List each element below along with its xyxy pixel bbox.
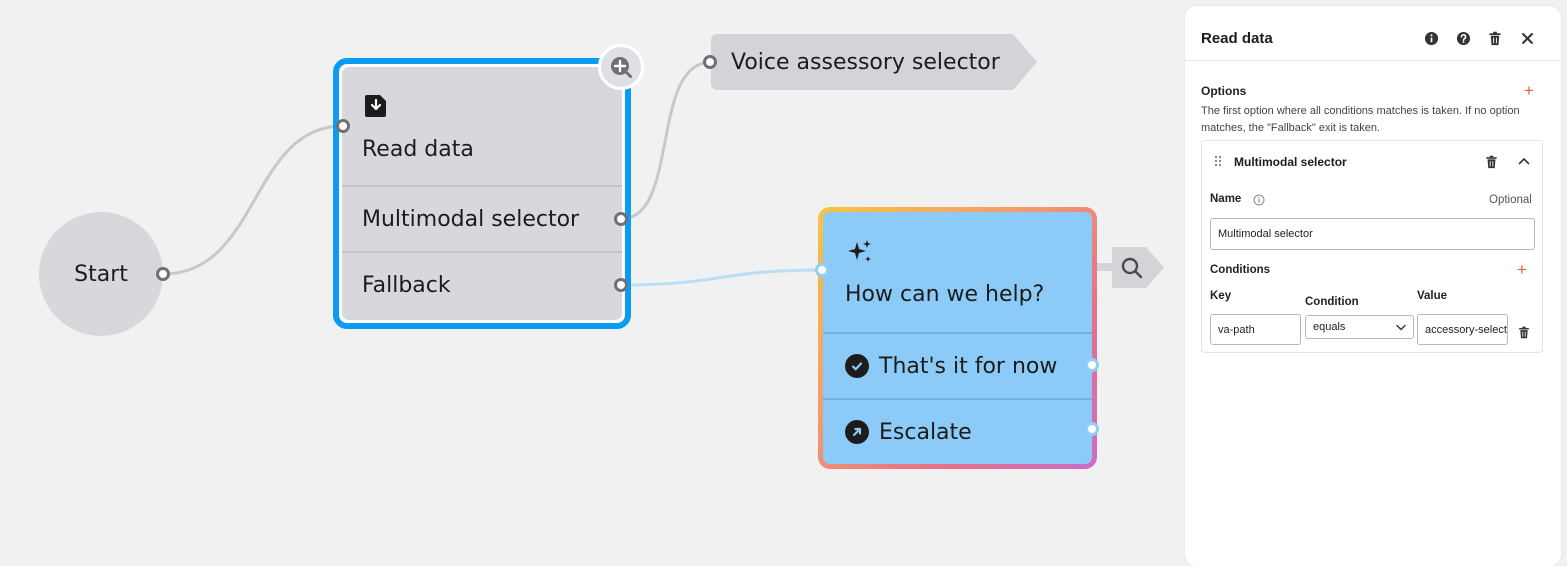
panel-title: Read data [1201,30,1273,47]
drag-handle-icon[interactable] [1214,155,1222,167]
fallback-output-port[interactable] [614,278,628,292]
name-label: Name [1210,193,1242,205]
condition-select-value: equals [1313,321,1346,333]
wire-fallback-to-ai [620,268,823,287]
chevron-up-icon[interactable] [1518,157,1530,165]
value-input[interactable]: accessory-selector [1417,314,1508,345]
condition-select[interactable]: equals [1305,315,1414,339]
name-field[interactable]: Multimodal selector [1210,218,1535,250]
value-column-label: Value [1417,290,1448,302]
download-file-icon [365,95,386,117]
key-column-label: Key [1210,290,1232,302]
wire-start-to-read [162,124,344,276]
read-data-title: Read data [362,137,474,162]
option-card: Multimodal selector Name Optional Multim… [1201,140,1543,353]
read-data-node-header: Read data [342,67,622,187]
multimodal-output-port[interactable] [614,212,628,226]
check-circle-icon [845,354,869,378]
info-outline-icon [1253,194,1265,206]
info-icon[interactable] [1423,30,1439,46]
chevron-down-icon [1396,324,1406,331]
ai-agent-node[interactable]: How can we help? That's it for now Escal… [818,207,1097,469]
conditions-label: Conditions [1210,264,1271,276]
arrow-up-right-circle-icon [845,420,869,444]
read-data-exit-multimodal[interactable]: Multimodal selector [342,187,622,253]
sparkles-icon [848,240,871,262]
trash-icon[interactable] [1485,155,1498,169]
add-condition-icon[interactable]: + [1517,260,1527,279]
option-card-title: Multimodal selector [1234,155,1347,169]
voice-selector-label: Voice assessory selector [731,49,1000,75]
condition-column-label: Condition [1305,296,1359,308]
ai-agent-input-port[interactable] [815,263,829,277]
exit-label: That's it for now [879,353,1058,379]
read-data-input-port[interactable] [336,119,350,133]
escalate-output-port[interactable] [1085,422,1099,436]
add-option-icon[interactable]: + [1524,81,1534,100]
search-tag[interactable] [1112,247,1164,288]
name-optional-label: Optional [1489,194,1532,206]
exit-label: Escalate [879,419,972,445]
panel-header: Read data [1185,6,1561,61]
trash-icon[interactable] [1487,30,1503,46]
start-node[interactable]: Start [39,212,163,336]
properties-panel: Read data Options + The first option whe… [1185,6,1561,566]
done-output-port[interactable] [1085,358,1099,372]
flow-canvas[interactable]: Start Read data Multimodal selector Fall… [0,0,1567,544]
search-icon [1121,257,1143,278]
ai-agent-title: How can we help? [845,282,1045,307]
options-label: Options [1201,84,1247,98]
trash-icon[interactable] [1518,326,1530,339]
read-data-exit-fallback[interactable]: Fallback [342,253,622,317]
zoom-in-button[interactable] [598,44,644,90]
zoom-in-icon [611,57,632,78]
ai-exit-escalate[interactable]: Escalate [823,400,1092,464]
read-data-node[interactable]: Read data Multimodal selector Fallback [333,58,631,329]
start-label: Start [74,261,128,287]
ai-agent-node-header: How can we help? [823,212,1092,334]
close-icon[interactable] [1519,30,1535,46]
exit-label: Fallback [362,272,451,298]
key-input[interactable]: va-path [1210,314,1301,345]
help-icon[interactable] [1455,30,1471,46]
voice-selector-input-port[interactable] [703,55,717,69]
voice-selector-tag[interactable]: Voice assessory selector [711,34,1037,90]
search-connector [1097,263,1113,271]
options-description: The first option where all conditions ma… [1201,105,1520,134]
start-output-port[interactable] [156,267,170,281]
exit-label: Multimodal selector [362,206,580,232]
ai-exit-done[interactable]: That's it for now [823,334,1092,400]
